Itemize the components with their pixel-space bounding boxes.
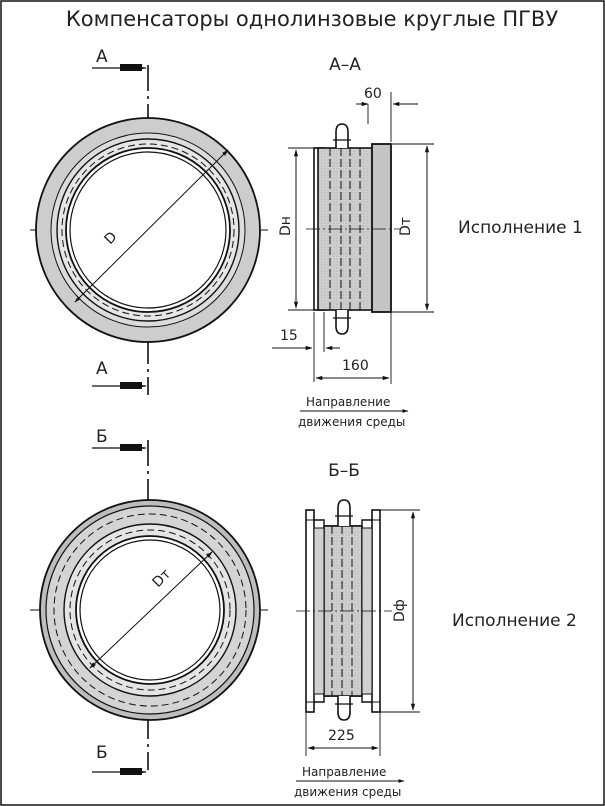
section-a-a: А–А 60 Dн Dт bbox=[272, 55, 434, 384]
flow-direction-b: Направление движения среды bbox=[294, 765, 405, 799]
section-b-label: Б–Б bbox=[328, 461, 360, 481]
svg-text:Направление: Направление bbox=[302, 765, 386, 779]
bottom-circle-view: Dт bbox=[30, 440, 268, 770]
diameter-dt-dimension bbox=[89, 551, 213, 669]
svg-text:Б: Б bbox=[96, 427, 108, 447]
dim-225-label: 225 bbox=[328, 728, 355, 744]
dim-dt-label-a: Dт bbox=[398, 217, 414, 236]
dim-dn-label: Dн bbox=[278, 216, 294, 236]
right-plate-a bbox=[371, 143, 392, 313]
svg-text:движения среды: движения среды bbox=[298, 415, 405, 429]
flow-direction-a: Направление движения среды bbox=[298, 395, 409, 429]
svg-text:Направление: Направление bbox=[306, 395, 390, 409]
cut-marker-b-bottom: Б bbox=[92, 743, 148, 775]
dim-15-label: 15 bbox=[280, 328, 298, 344]
diameter-d-dimension bbox=[74, 149, 229, 303]
cut-marker-b-top: Б bbox=[92, 427, 148, 451]
cut-marker-a-top: А bbox=[92, 47, 148, 71]
variant-1-label: Исполнение 1 bbox=[458, 218, 583, 238]
dim-df-label: Dф bbox=[392, 599, 408, 622]
dim-60-label: 60 bbox=[364, 86, 382, 102]
svg-text:движения среды: движения среды bbox=[294, 785, 401, 799]
dim-160-label: 160 bbox=[342, 358, 369, 374]
cut-marker-a-bottom: А bbox=[92, 359, 148, 389]
section-a-label: А–А bbox=[329, 55, 361, 75]
svg-text:Б: Б bbox=[96, 743, 108, 763]
drawing-title: Компенсаторы однолинзовые круглые ПГВУ bbox=[66, 7, 558, 31]
top-circle-view: D bbox=[30, 65, 268, 395]
svg-text:А: А bbox=[96, 359, 108, 379]
section-b-b: Б–Б Dф 225 bbox=[296, 461, 420, 756]
svg-text:А: А bbox=[96, 47, 108, 67]
variant-2-label: Исполнение 2 bbox=[452, 611, 577, 631]
